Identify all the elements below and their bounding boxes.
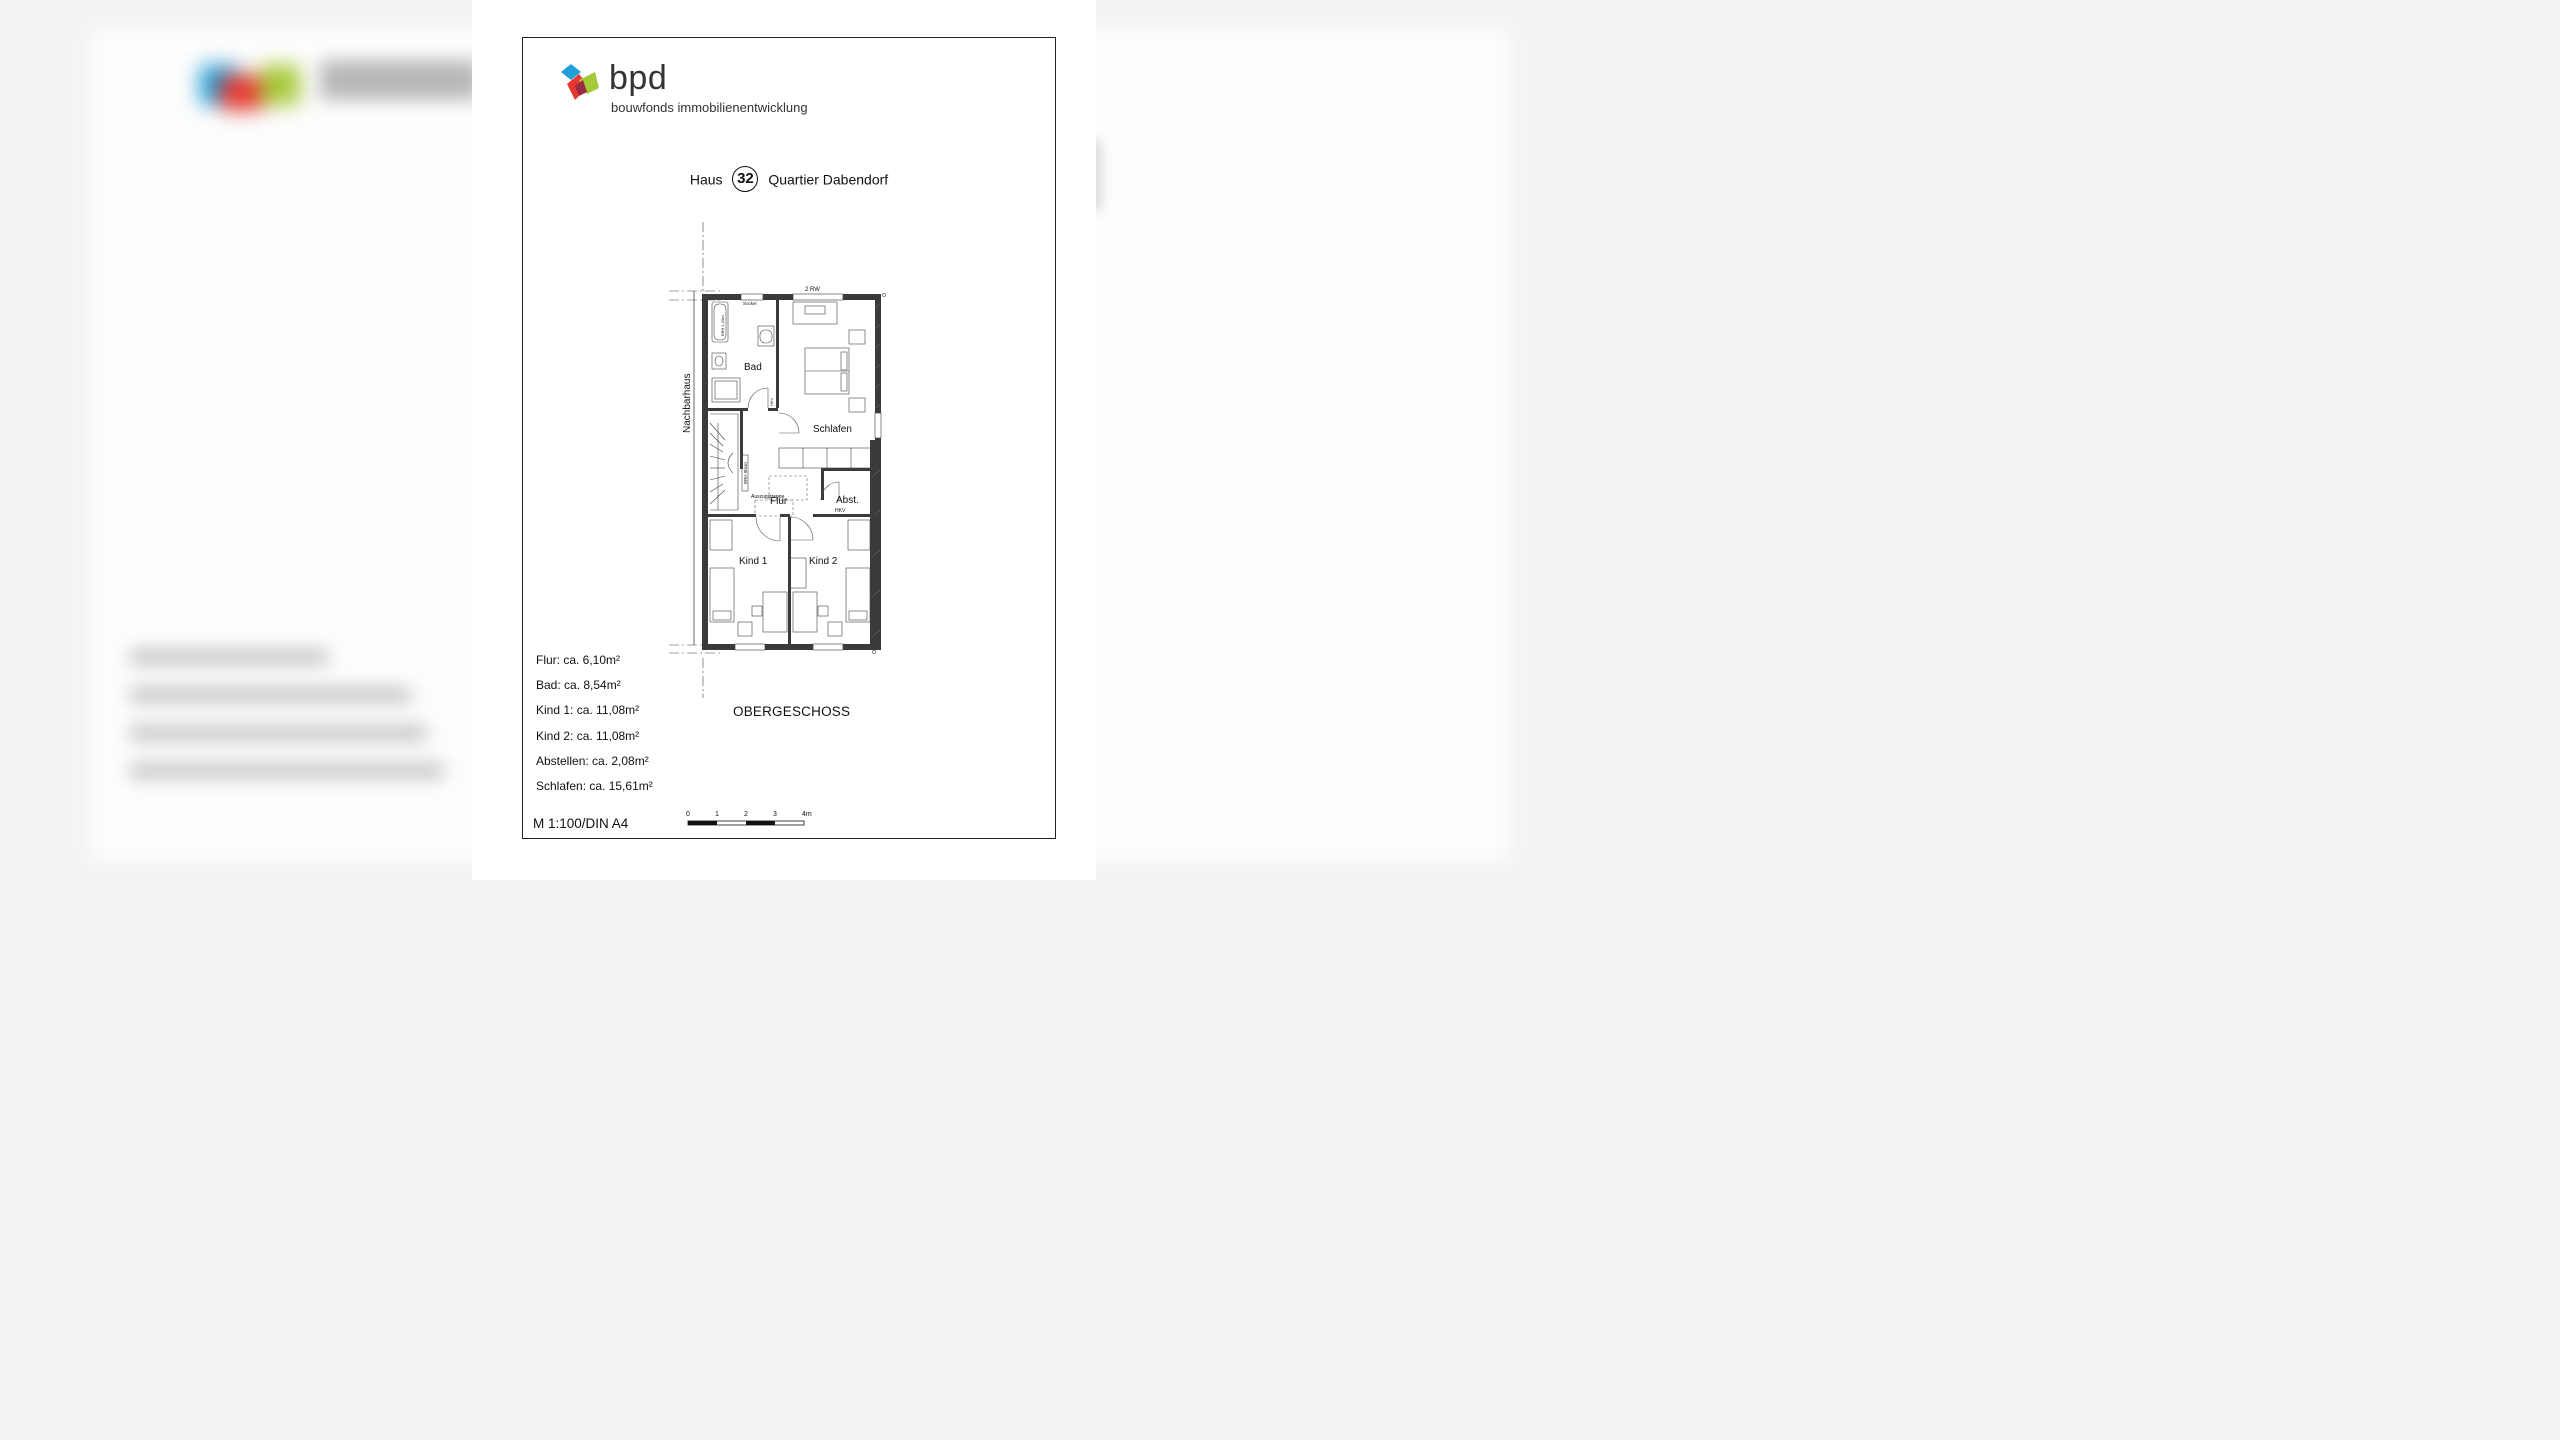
note-auszugstreppe: Auszugstreppe: [751, 494, 785, 500]
note-brh-stair: BRH 90cm: [743, 462, 748, 484]
title-suffix: Quartier Dabendorf: [768, 171, 889, 188]
area-item-schlafen: Schlafen: ca. 15,61m²: [536, 778, 653, 793]
bathroom-fixtures: [711, 301, 775, 403]
floor-plan-drawing: Nachbarhaus 2 RW Sockel BRH 1,20m HKV BR…: [669, 222, 886, 698]
room-label-kind1: Kind 1: [739, 556, 768, 567]
bedroom-furniture: [778, 301, 876, 469]
outer-walls: [702, 294, 881, 650]
area-item-flur: Flur: ca. 6,10m²: [536, 653, 621, 667]
auszugstreppe-outline: [754, 475, 808, 517]
scale-label: M 1:100/DIN A4: [533, 816, 629, 831]
room-label-schlafen: Schlafen: [813, 424, 852, 435]
note-rw: 2 RW: [805, 287, 820, 293]
sheet-frame: bpd bouwfonds immobilienentwicklung Haus…: [522, 37, 1056, 839]
axis-lines: [669, 222, 723, 698]
scale-tick-0: 0: [686, 811, 690, 818]
floor-label: OBERGESCHOSS: [733, 704, 851, 719]
area-item-kind1: Kind 1: ca. 11,08m²: [536, 703, 640, 718]
scale-bar: 0 1 2 3 4m: [683, 808, 813, 832]
room-label-abst: Abst.: [836, 495, 859, 506]
logo-subtitle: bouwfonds immobilienentwicklung: [611, 100, 808, 115]
note-sockel: Sockel: [743, 301, 757, 306]
interior-walls: [708, 300, 875, 645]
house-title: Haus 32 Quartier Dabendorf: [523, 165, 1055, 193]
area-list: Flur: ca. 6,10m² Bad: ca. 8,54m² Kind 1:…: [536, 650, 653, 801]
scale-tick-4: 4m: [802, 811, 812, 818]
background-lines-blur: [130, 650, 460, 840]
note-hkv-bath: HKV: [769, 397, 774, 406]
floor-plan: Nachbarhaus 2 RW Sockel BRH 1,20m HKV BR…: [663, 218, 903, 698]
area-item-abstellen: Abstellen: ca. 2,08m²: [536, 753, 649, 768]
kind2-furniture: [789, 519, 871, 637]
kind1-furniture: [709, 519, 788, 637]
neighbor-label: Nachbarhaus: [682, 374, 693, 433]
scale-tick-1: 1: [715, 811, 719, 818]
wall-hatching: [870, 303, 881, 639]
windows: [734, 293, 882, 651]
scale-bar-graphic: 0 1 2 3 4m: [686, 811, 812, 826]
bpd-logo: bpd bouwfonds immobilienentwicklung: [555, 58, 817, 120]
area-item-kind2: Kind 2: ca. 11,08m²: [536, 728, 640, 743]
title-prefix: Haus: [689, 171, 723, 188]
area-item-bad: Bad: ca. 8,54m²: [536, 678, 621, 693]
house-number-circle: 32: [732, 166, 759, 193]
background-logo-blur: [200, 55, 300, 110]
staircase: [709, 413, 749, 511]
note-hkv-abst: HKV: [835, 508, 846, 514]
scale-tick-3: 3: [773, 811, 777, 818]
bpd-logo-icon: [561, 64, 599, 100]
scale-tick-2: 2: [744, 811, 748, 818]
background-text-blur: [320, 60, 480, 100]
logo-name: bpd: [609, 59, 668, 97]
room-label-kind2: Kind 2: [809, 556, 838, 567]
door-swings: [747, 387, 840, 542]
floorplan-sheet: bpd bouwfonds immobilienentwicklung Haus…: [472, 0, 1096, 880]
corner-markers: [872, 293, 886, 654]
note-brh-bath: BRH 1,20m: [720, 315, 725, 336]
room-label-bad: Bad: [744, 362, 762, 373]
room-label-flur: Flur: [770, 496, 788, 507]
